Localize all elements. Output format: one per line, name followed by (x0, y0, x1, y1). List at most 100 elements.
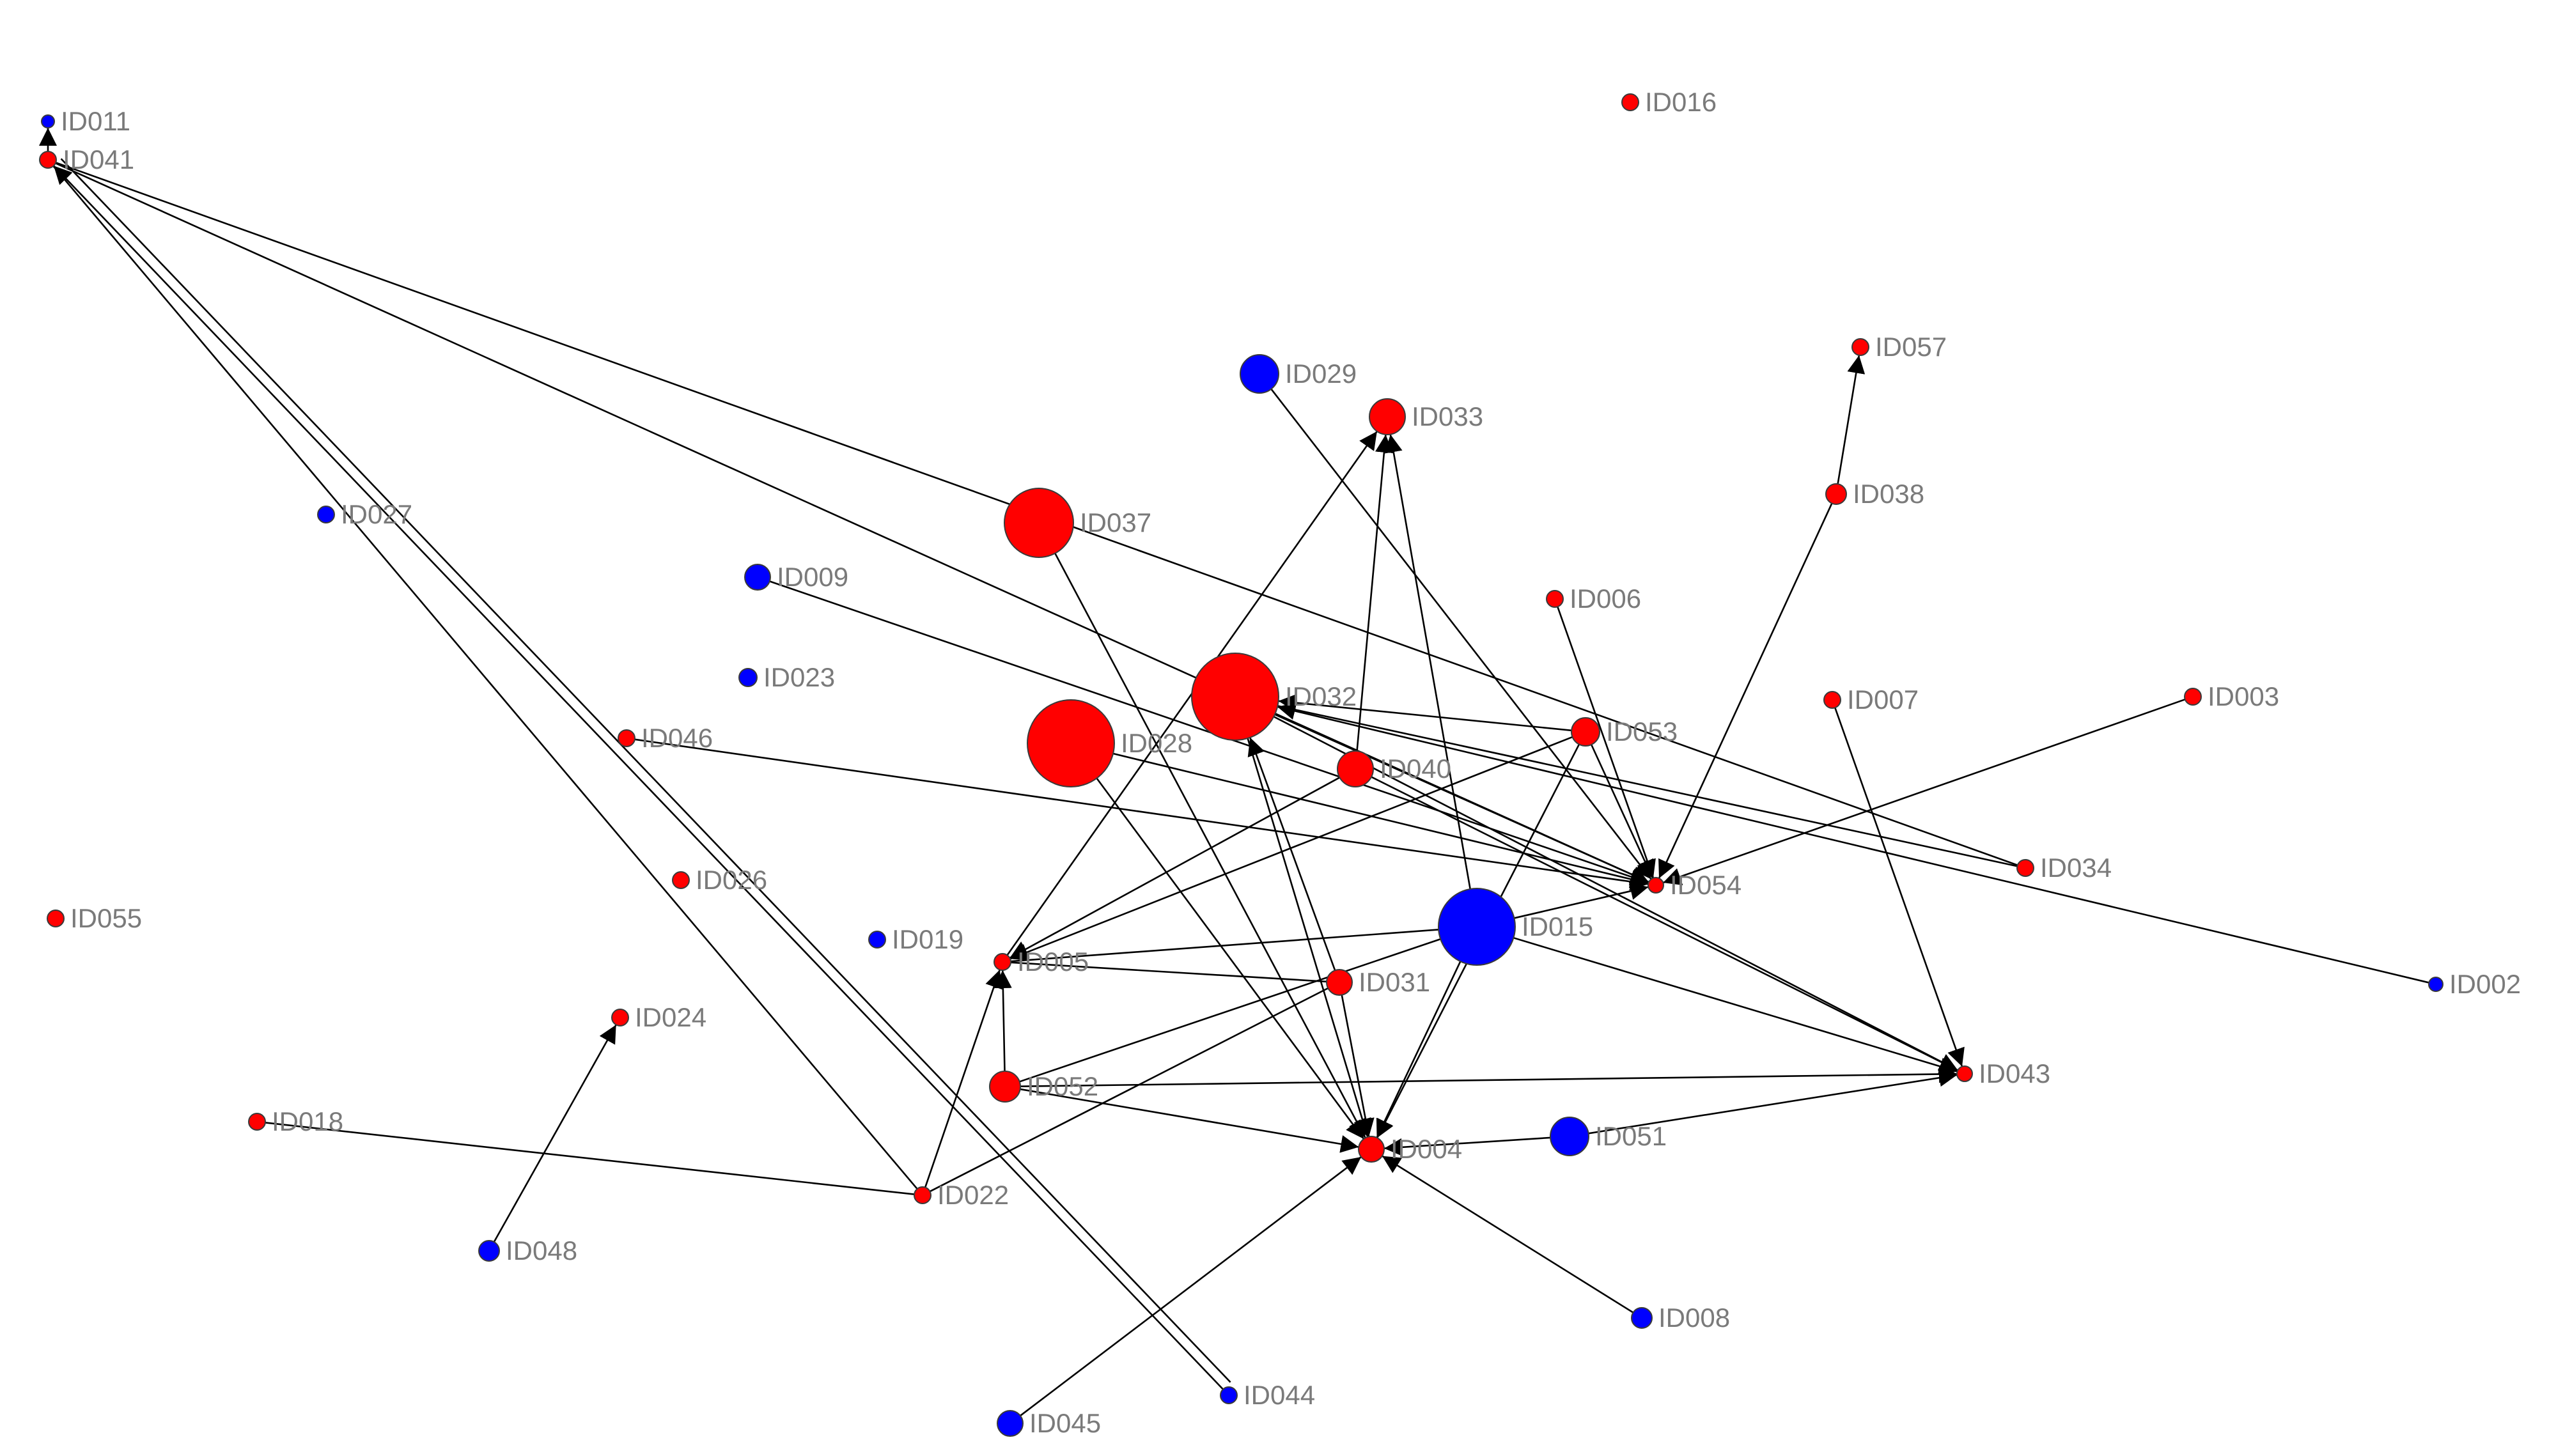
edge-id022-to-id031 (929, 987, 1329, 1193)
node-label-id026: ID026 (696, 865, 767, 895)
node-label-id045: ID045 (1029, 1408, 1101, 1438)
node-id008[interactable] (1631, 1307, 1653, 1329)
edge-id040-to-id005 (1009, 777, 1341, 959)
node-id040[interactable] (1337, 750, 1374, 787)
node-label-id052: ID052 (1027, 1071, 1098, 1101)
edge-id032-to-id043 (1273, 716, 1958, 1071)
node-id015[interactable] (1438, 888, 1516, 966)
node-id054[interactable] (1648, 877, 1664, 894)
edge-id029-to-id054 (1270, 388, 1652, 880)
node-label-id019: ID019 (892, 924, 963, 954)
edge-id018-to-id022 (265, 1122, 915, 1195)
node-id046[interactable] (618, 729, 635, 747)
edge-id015-to-id054 (1514, 882, 1649, 919)
node-id026[interactable] (672, 871, 690, 889)
edge-id037-to-id004 (1054, 553, 1366, 1138)
edge-id034-to-id032 (1277, 705, 2018, 867)
node-id043[interactable] (1956, 1065, 1973, 1082)
node-id053[interactable] (1571, 717, 1600, 747)
edge-id031-to-id032 (1247, 737, 1336, 971)
edge-id052-to-id015 (1019, 938, 1441, 1083)
edge-id051-to-id043 (1588, 1069, 1958, 1135)
node-id041[interactable] (39, 151, 57, 169)
node-label-id005: ID005 (1017, 947, 1089, 977)
edge-id044-to-id041 (60, 158, 1231, 1383)
node-id018[interactable] (248, 1113, 266, 1131)
edge-id015-to-id033 (1384, 434, 1471, 890)
node-label-id002: ID002 (2449, 969, 2521, 999)
node-id028[interactable] (1027, 699, 1115, 787)
node-label-id007: ID007 (1847, 685, 1919, 715)
edge-id048-to-id024 (493, 1024, 617, 1243)
node-label-id046: ID046 (641, 723, 713, 753)
node-id038[interactable] (1825, 483, 1847, 505)
node-label-id006: ID006 (1570, 584, 1641, 614)
node-label-id048: ID048 (506, 1235, 577, 1266)
node-label-id051: ID051 (1595, 1121, 1667, 1151)
node-id037[interactable] (1004, 488, 1074, 558)
edge-id031-to-id004 (1341, 995, 1375, 1137)
node-label-id053: ID053 (1606, 716, 1678, 747)
edge-id015-to-id004 (1376, 961, 1461, 1138)
node-id052[interactable] (989, 1071, 1021, 1103)
node-label-id055: ID055 (70, 903, 142, 933)
edge-id032-to-id004 (1247, 738, 1371, 1138)
node-label-id004: ID004 (1391, 1134, 1462, 1164)
edge-id005-to-id015 (1010, 929, 1439, 963)
node-id029[interactable] (1240, 354, 1279, 394)
node-label-id015: ID015 (1522, 911, 1593, 941)
node-id027[interactable] (317, 506, 335, 523)
node-id023[interactable] (738, 668, 758, 687)
node-label-id043: ID043 (1979, 1058, 2050, 1088)
edge-id022-to-id041 (52, 166, 918, 1189)
edge-id046-to-id054 (634, 738, 1649, 891)
node-label-id028: ID028 (1121, 728, 1192, 758)
nodes-layer (39, 93, 2443, 1437)
edge-id045-to-id004 (1020, 1156, 1362, 1416)
edge-id002-to-id032 (1277, 702, 2429, 984)
edge-id053-to-id032 (1278, 693, 1572, 732)
node-label-id054: ID054 (1670, 870, 1742, 900)
edge-id006-to-id054 (1557, 606, 1656, 879)
node-id003[interactable] (2184, 688, 2202, 706)
node-id002[interactable] (2428, 977, 2443, 992)
node-id022[interactable] (914, 1186, 931, 1204)
node-label-id016: ID016 (1645, 87, 1717, 117)
node-id016[interactable] (1621, 93, 1639, 111)
edge-id003-to-id054 (1662, 699, 2186, 885)
node-id034[interactable] (2016, 859, 2034, 877)
node-id045[interactable] (997, 1410, 1024, 1437)
node-id048[interactable] (478, 1240, 500, 1262)
node-id032[interactable] (1191, 653, 1279, 741)
node-id019[interactable] (868, 931, 886, 949)
edge-id015-to-id043 (1513, 937, 1958, 1075)
node-label-id032: ID032 (1285, 681, 1357, 711)
node-label-id009: ID009 (777, 562, 848, 592)
node-id007[interactable] (1823, 691, 1841, 709)
node-id006[interactable] (1546, 590, 1564, 608)
edge-id005-to-id031 (1010, 961, 1327, 983)
node-label-id044: ID044 (1243, 1380, 1315, 1410)
node-id031[interactable] (1326, 969, 1353, 996)
node-label-id011: ID011 (61, 106, 130, 136)
node-id005[interactable] (994, 953, 1011, 971)
node-id055[interactable] (47, 910, 65, 927)
edge-id052-to-id043 (1020, 1065, 1958, 1087)
node-id009[interactable] (744, 564, 771, 591)
node-id057[interactable] (1851, 338, 1869, 356)
edge-id044-to-id041 (53, 165, 1224, 1390)
node-id004[interactable] (1358, 1136, 1385, 1163)
node-id024[interactable] (611, 1009, 629, 1026)
node-label-id057: ID057 (1875, 332, 1947, 362)
edge-id051-to-id004 (1383, 1136, 1551, 1156)
node-id044[interactable] (1220, 1386, 1238, 1404)
edge-id022-to-id005 (924, 969, 1002, 1188)
node-id033[interactable] (1369, 398, 1406, 435)
node-label-id022: ID022 (937, 1180, 1009, 1210)
node-label-id038: ID038 (1853, 479, 1924, 509)
node-id011[interactable] (41, 114, 55, 128)
edge-id052-to-id005 (994, 970, 1012, 1072)
node-id051[interactable] (1550, 1117, 1589, 1156)
